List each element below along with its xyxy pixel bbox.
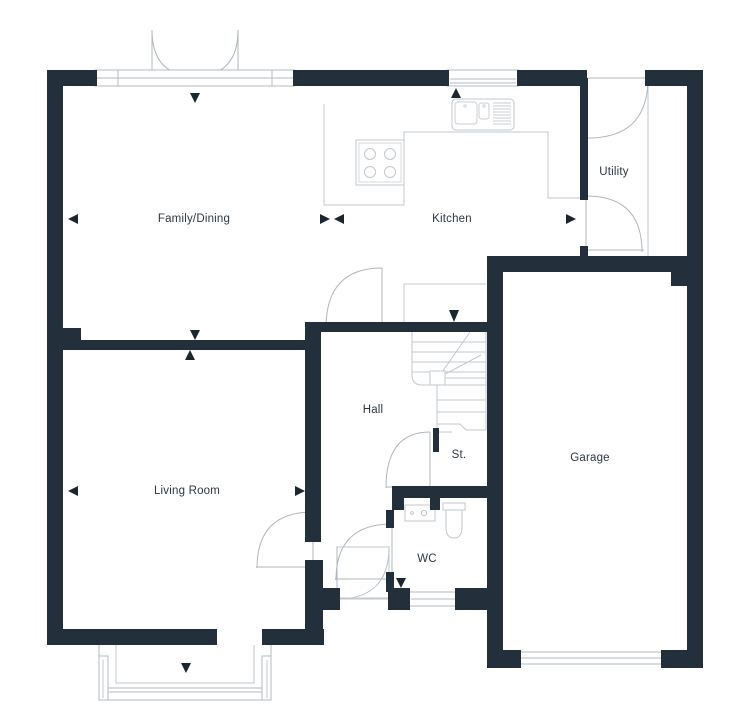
room-label-utility: Utility xyxy=(599,166,629,178)
rear-window-left xyxy=(94,69,296,87)
french-doors-rear[interactable] xyxy=(151,29,239,77)
room-label-garage: Garage xyxy=(570,452,610,464)
kitchen-hall-door[interactable] xyxy=(325,267,383,329)
walls xyxy=(47,70,703,668)
room-label-kitchen: Kitchen xyxy=(432,213,472,225)
kitchen-hob xyxy=(355,139,405,186)
bay-window xyxy=(98,645,272,701)
room-label-family-dining: Family/Dining xyxy=(158,213,230,225)
kitchen-sink xyxy=(451,98,515,131)
staircase xyxy=(403,283,487,440)
kitchen-worktop xyxy=(323,104,583,206)
utility-internal-door[interactable] xyxy=(584,195,644,253)
wc-window xyxy=(408,591,458,607)
kitchen-window xyxy=(446,69,520,87)
utility-external-door[interactable] xyxy=(585,76,649,140)
room-label-living-room: Living Room xyxy=(154,485,220,497)
stair-newel-post xyxy=(433,428,439,452)
wc-wash-basin xyxy=(404,504,436,522)
garage-door xyxy=(516,651,666,665)
dimension-markers xyxy=(68,88,576,673)
wc-toilet xyxy=(442,502,466,539)
storage-door[interactable] xyxy=(385,431,432,489)
room-label-hall: Hall xyxy=(363,404,384,416)
front-entrance-door[interactable] xyxy=(336,546,391,600)
room-label-wc: WC xyxy=(417,553,437,565)
room-label-storage: St. xyxy=(452,449,467,461)
room-labels: Family/Dining Kitchen Utility Hall Livin… xyxy=(154,166,629,565)
